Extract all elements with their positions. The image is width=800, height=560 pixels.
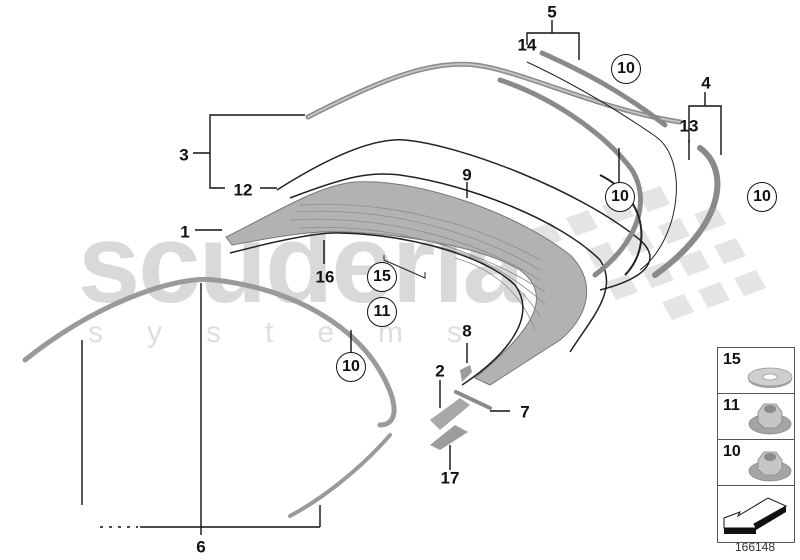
part-1-rear-glass: [225, 181, 588, 386]
label-13: 13: [679, 116, 699, 136]
part-16-seal: [229, 232, 524, 386]
part-12-seal: [276, 139, 651, 291]
part-4-trim: [652, 145, 721, 278]
watermark-sub: systems: [88, 316, 507, 349]
callout-11: 11: [367, 297, 397, 327]
label-8: 8: [462, 321, 472, 341]
callout-10-right: 10: [747, 182, 777, 212]
label-3: 3: [179, 145, 189, 165]
part-8-clip: [460, 365, 472, 382]
part-14-trim: [539, 50, 668, 128]
label-14: 14: [517, 35, 537, 55]
callout-10-left: 10: [336, 352, 366, 382]
glass-heater-lines: [289, 203, 546, 331]
part-17-wedge: [430, 425, 468, 450]
part-9-seal: [289, 173, 608, 353]
label-4: 4: [701, 73, 711, 93]
callout-15: 15: [367, 262, 397, 292]
label-17: 17: [440, 468, 460, 488]
legend-item-10: 10: [718, 440, 794, 486]
callout-10-top: 10: [611, 54, 641, 84]
hex-flange-nut-icon: [748, 403, 792, 435]
washer-icon: [747, 367, 793, 388]
label-9: 9: [462, 165, 472, 185]
hardware-legend: 15 11 10: [717, 347, 795, 543]
label-12: 12: [233, 180, 253, 200]
legend-number: 15: [723, 351, 741, 368]
hex-flange-nut-icon: [748, 451, 792, 482]
part-7-strip: [454, 390, 492, 410]
label-16: 16: [315, 267, 335, 287]
callout-10-middle: 10: [605, 182, 635, 212]
part-6-trim-lower: [288, 433, 392, 518]
legend-item-arrow: [718, 486, 794, 542]
direction-arrow-icon: [723, 497, 788, 534]
part-2-wedge: [430, 398, 470, 430]
label-5: 5: [547, 2, 557, 22]
diagram-id: 166148: [734, 540, 776, 554]
label-2: 2: [435, 361, 445, 381]
label-6: 6: [196, 537, 206, 557]
part-6-trim: [22, 276, 397, 428]
legend-number: 10: [723, 443, 741, 460]
legend-number: 11: [723, 397, 740, 414]
legend-item-11: 11: [718, 394, 794, 440]
label-7: 7: [520, 402, 530, 422]
leader-lines: [81, 20, 722, 535]
legend-item-15: 15: [718, 348, 794, 394]
label-1: 1: [180, 222, 190, 242]
part-10-trim-middle: [497, 77, 643, 278]
